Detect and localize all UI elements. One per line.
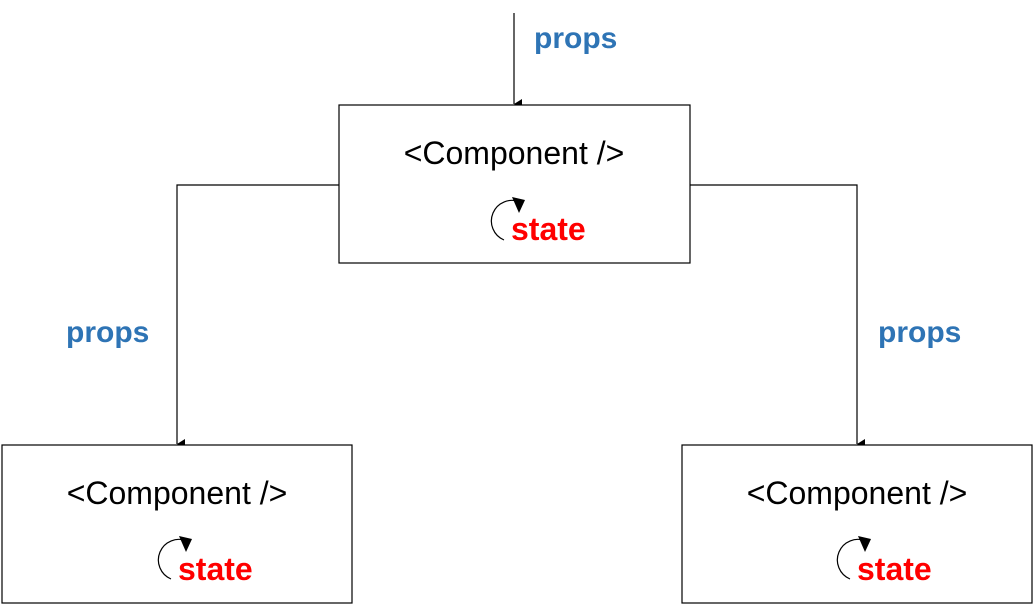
circular-arrow-icon: [490, 199, 521, 241]
right-child-component-box: [681, 444, 1033, 604]
right-child-component-label: <Component />: [747, 475, 968, 511]
circular-arrow-head-icon: [179, 536, 192, 552]
right-props-label: props: [878, 316, 961, 349]
right-props-connector: [690, 184, 865, 449]
left-child-state-label: state: [178, 551, 253, 587]
left-props-label: props: [66, 316, 149, 349]
circular-arrow-head-icon: [858, 536, 871, 552]
circular-arrow-head-icon: [512, 197, 525, 213]
root-component-node: <Component /> state: [338, 104, 691, 264]
circular-arrow-icon: [836, 538, 867, 580]
circular-arrow-icon: [157, 538, 188, 580]
root-component-label: <Component />: [404, 135, 625, 171]
left-child-component-label: <Component />: [67, 475, 288, 511]
root-state-label: state: [511, 211, 586, 247]
left-props-connector: [176, 184, 339, 449]
right-child-component-node: <Component /> state: [681, 444, 1033, 604]
root-component-box: [338, 104, 691, 264]
incoming-props-label: props: [534, 22, 617, 55]
left-child-component-node: <Component /> state: [1, 444, 353, 604]
left-child-component-box: [1, 444, 353, 604]
right-child-state-label: state: [857, 551, 932, 587]
